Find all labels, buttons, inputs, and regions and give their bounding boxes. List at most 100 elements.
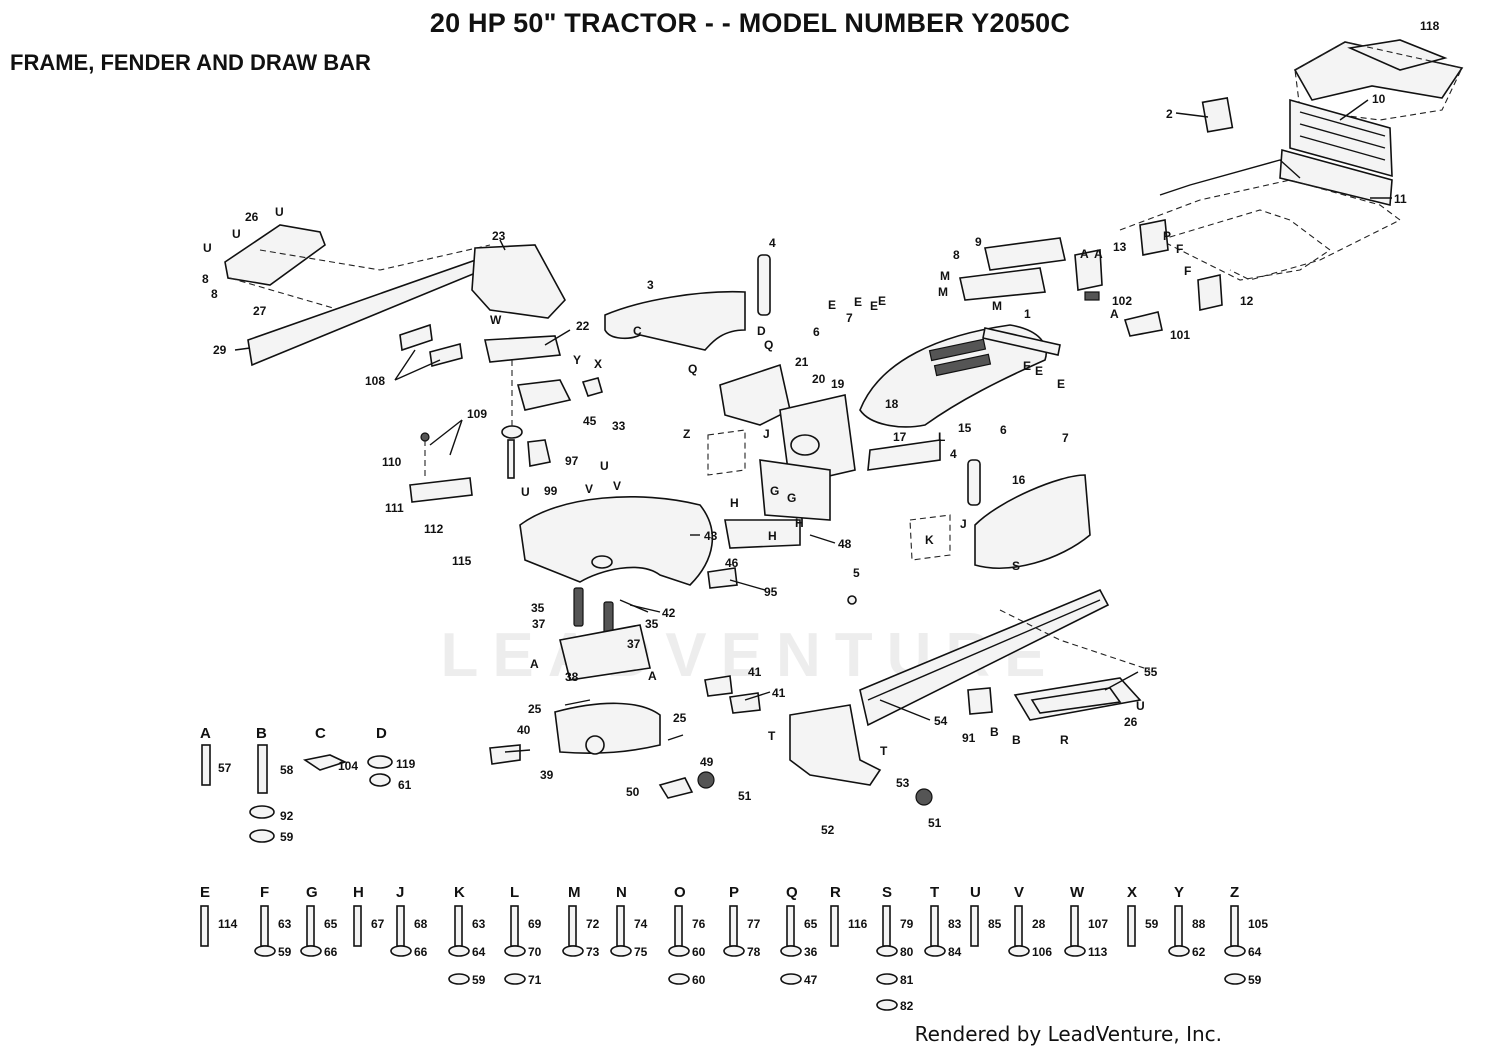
- kit-washer: [504, 945, 526, 957]
- kit-part: 63: [278, 917, 292, 931]
- kit-letter: G: [306, 884, 318, 901]
- kit-part: 75: [634, 945, 648, 959]
- callout: B: [990, 725, 999, 739]
- callout: 25: [673, 711, 687, 725]
- callout: 53: [896, 776, 910, 790]
- callout: 8: [211, 287, 218, 301]
- kit-hardware: [306, 905, 315, 947]
- callout: C: [633, 324, 642, 338]
- kit-washer: [504, 973, 526, 985]
- kit-hardware: [930, 905, 939, 947]
- callout: 35: [531, 601, 545, 615]
- callout: 40: [517, 723, 531, 737]
- kit-part: 59: [278, 945, 292, 959]
- kit-part: 47: [804, 973, 818, 987]
- kit-letter: M: [568, 884, 581, 901]
- kit-part: 65: [324, 917, 338, 931]
- kit-washer: [1224, 973, 1246, 985]
- kit-hardware: [674, 905, 683, 947]
- callout: H: [768, 529, 777, 543]
- kit-washer: [924, 945, 946, 957]
- left-frame-assembly: [224, 224, 566, 368]
- callout: 19: [831, 377, 845, 391]
- callout: V: [613, 479, 621, 493]
- kit-part: 88: [1192, 917, 1206, 931]
- kit-washer: [448, 945, 470, 957]
- kit-part: 67: [371, 917, 385, 931]
- callout: 115: [452, 554, 472, 568]
- callout: G: [770, 484, 779, 498]
- kit-washer: [254, 945, 276, 957]
- callout: 54: [934, 714, 948, 728]
- kit-part: 105: [1248, 917, 1268, 931]
- kit-letter: B: [256, 725, 267, 742]
- kit-part: 68: [414, 917, 428, 931]
- kit-hardware: [1070, 905, 1079, 947]
- kit-letter: S: [882, 884, 892, 901]
- kit-hardware: [353, 905, 362, 947]
- kit-part: 71: [528, 973, 542, 987]
- kit-letter: L: [510, 884, 519, 901]
- kit-washer: [668, 973, 690, 985]
- callout-labels: 118 2 10 11 13 12 101 102 9 8 M M M 1 P …: [202, 19, 1440, 837]
- seat-support-assembly: [1119, 39, 1464, 281]
- callout: T: [768, 729, 776, 743]
- callout: J: [763, 427, 770, 441]
- callout: 49: [700, 755, 714, 769]
- kit-part: 79: [900, 917, 914, 931]
- kit-letter: V: [1014, 884, 1024, 901]
- callout: 41: [772, 686, 786, 700]
- callout: 35: [645, 617, 659, 631]
- page-title: 20 HP 50" TRACTOR - - MODEL NUMBER Y2050…: [429, 8, 1071, 38]
- callout: U: [521, 485, 530, 499]
- kit-letter: A: [200, 725, 211, 742]
- kit-letter: E: [200, 884, 210, 901]
- kit-washer: [1224, 945, 1246, 957]
- hood-assembly: [859, 237, 1103, 471]
- kit-washer: [876, 999, 898, 1011]
- callout: 20: [812, 372, 826, 386]
- callout: Z: [683, 427, 690, 441]
- callout: U: [600, 459, 609, 473]
- kit-part: 82: [900, 999, 914, 1013]
- kit-part: 28: [1032, 917, 1046, 931]
- kit-hardware: [260, 905, 269, 947]
- callout: A: [1094, 247, 1103, 261]
- callout: M: [940, 269, 950, 283]
- callout: 38: [565, 670, 579, 684]
- callout: Y: [573, 353, 581, 367]
- kit-part: 59: [280, 830, 294, 844]
- callout: 55: [1144, 665, 1158, 679]
- kit-letter: O: [674, 884, 686, 901]
- kit-part: 59: [1145, 917, 1159, 931]
- kit-part: 77: [747, 917, 761, 931]
- callout: 99: [544, 484, 558, 498]
- callout: 23: [492, 229, 506, 243]
- kit-hardware: [510, 905, 519, 947]
- callout: U: [203, 241, 212, 255]
- callout: 111: [385, 501, 404, 515]
- seat-spring-assembly: [559, 587, 651, 681]
- kit-part: 74: [634, 917, 648, 931]
- kit-letter: C: [315, 725, 326, 742]
- callout: 102: [1112, 294, 1132, 308]
- callout: 17: [893, 430, 907, 444]
- kit-washer: [1168, 945, 1190, 957]
- callout: 1: [1024, 307, 1031, 321]
- callout: U: [1136, 699, 1145, 713]
- callout: 11: [1394, 192, 1407, 206]
- callout: 21: [795, 355, 809, 369]
- kit-part: 83: [948, 917, 962, 931]
- callout: 118: [1420, 19, 1440, 33]
- kit-hardware: [786, 905, 795, 947]
- callout: 6: [1000, 423, 1007, 437]
- kit-part: 113: [1088, 945, 1108, 959]
- kit-letter: K: [454, 884, 465, 901]
- callout: 43: [704, 529, 718, 543]
- kit-washer: [1064, 945, 1086, 957]
- kit-part: 61: [398, 778, 412, 792]
- callout: 26: [245, 210, 259, 224]
- kit-hardware: [830, 905, 839, 947]
- kit-part: 92: [280, 809, 294, 823]
- callout: 7: [846, 311, 853, 325]
